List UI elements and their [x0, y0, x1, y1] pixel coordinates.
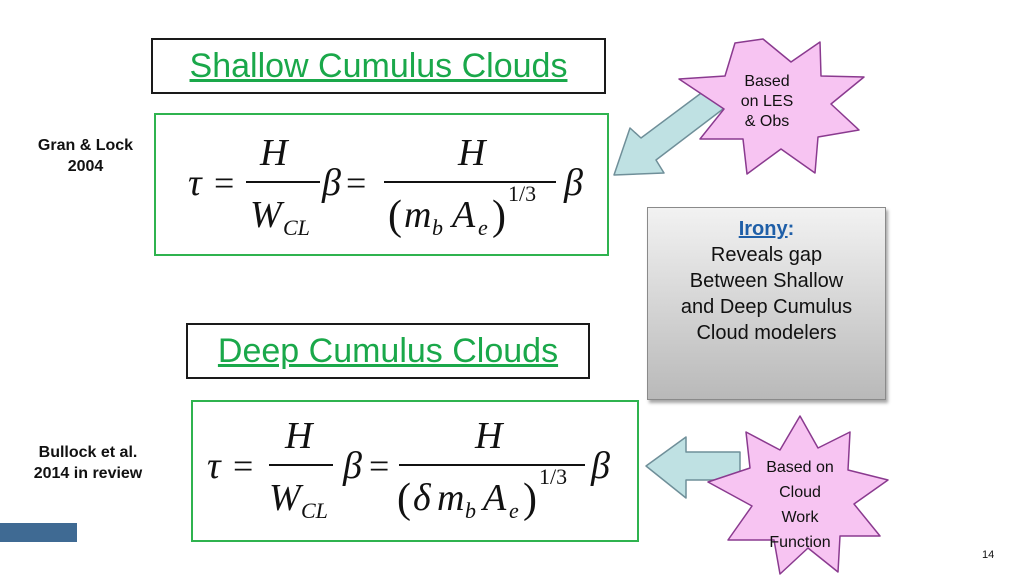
deep-title: Deep Cumulus Clouds: [217, 331, 559, 370]
eq-exponent: 1/3: [508, 181, 536, 206]
eq-exponent: 1/3: [539, 464, 567, 489]
eq-beta: β: [342, 445, 362, 487]
irony-line: and Deep Cumulus: [680, 296, 853, 318]
deep-star-line: Work: [781, 509, 819, 526]
eq-H-2: H: [457, 132, 488, 174]
eq-e: e: [509, 498, 519, 523]
irony-line: Reveals gap: [710, 244, 823, 266]
eq-equals: =: [214, 163, 234, 203]
irony-line: Cloud modelers: [696, 322, 837, 344]
deep-author-year: 2014 in review: [33, 465, 143, 482]
irony-title-text: Irony: [738, 218, 788, 240]
shallow-star-label: Based on LES & Obs: [712, 72, 822, 132]
irony-box: Irony: Reveals gap Between Shallow and D…: [647, 207, 886, 400]
eq-tau: τ: [188, 162, 203, 204]
deep-star-shape: [707, 415, 889, 575]
eq-lparen: (: [397, 476, 411, 522]
deep-title-box: Deep Cumulus Clouds: [186, 323, 590, 379]
eq-beta: β: [321, 162, 341, 204]
footer-accent-bar: [0, 523, 77, 542]
eq-b: b: [432, 215, 443, 240]
eq-W: W: [250, 194, 285, 236]
deep-author: Bullock et al. 2014 in review: [8, 442, 168, 484]
eq-H: H: [284, 415, 315, 457]
deep-star-line: Based on: [766, 459, 834, 476]
deep-star-label: Based on Cloud Work Function: [745, 455, 855, 555]
eq-equals-2: =: [369, 446, 389, 486]
eq-tau: τ: [207, 445, 222, 487]
shallow-equation: τ = H W CL β = H ( m b A e ) 1/3 β: [188, 132, 583, 240]
shallow-title-box: Shallow Cumulus Clouds: [151, 38, 606, 94]
deep-star: [707, 415, 889, 575]
eq-e: e: [478, 215, 488, 240]
eq-W: W: [269, 477, 304, 519]
eq-H: H: [259, 132, 290, 174]
shallow-title: Shallow Cumulus Clouds: [189, 46, 568, 85]
eq-A: A: [449, 194, 476, 236]
eq-H-2: H: [474, 415, 505, 457]
irony-title: Irony:: [648, 216, 885, 242]
irony-line: Between Shallow: [689, 270, 844, 292]
eq-A: A: [480, 477, 507, 519]
eq-equals: =: [233, 446, 253, 486]
shallow-star: [678, 38, 865, 175]
deep-author-name: Bullock et al.: [38, 444, 138, 461]
eq-CL: CL: [283, 215, 310, 240]
eq-m: m: [437, 477, 464, 519]
eq-beta-2: β: [563, 162, 583, 204]
shallow-author-name: Gran & Lock: [37, 137, 134, 154]
deep-equation-box: τ = H W CL β = H ( δ m b A e ) 1/3 β: [191, 400, 639, 542]
shallow-star-shape: [678, 38, 865, 175]
irony-title-colon: :: [787, 218, 795, 240]
shallow-star-line: on LES: [740, 93, 794, 110]
deep-equation: τ = H W CL β = H ( δ m b A e ) 1/3 β: [207, 415, 610, 523]
shallow-equation-box: τ = H W CL β = H ( m b A e ) 1/3 β: [154, 113, 609, 256]
eq-rparen: ): [523, 476, 537, 522]
eq-CL: CL: [301, 498, 328, 523]
shallow-star-line: & Obs: [744, 113, 790, 130]
shallow-author-year: 2004: [67, 158, 104, 175]
eq-lparen: (: [388, 193, 402, 239]
eq-equals-2: =: [346, 163, 366, 203]
eq-delta: δ: [413, 477, 432, 519]
deep-arrow: [645, 436, 741, 499]
eq-beta-2: β: [590, 445, 610, 487]
deep-star-line: Function: [769, 534, 831, 551]
shallow-star-line: Based: [744, 73, 790, 90]
page-number: 14: [982, 549, 995, 561]
eq-m: m: [404, 194, 431, 236]
deep-star-line: Cloud: [779, 484, 821, 501]
shallow-author: Gran & Lock 2004: [18, 135, 153, 177]
deep-arrow-shape: [645, 436, 741, 499]
eq-rparen: ): [492, 193, 506, 239]
eq-b: b: [465, 498, 476, 523]
